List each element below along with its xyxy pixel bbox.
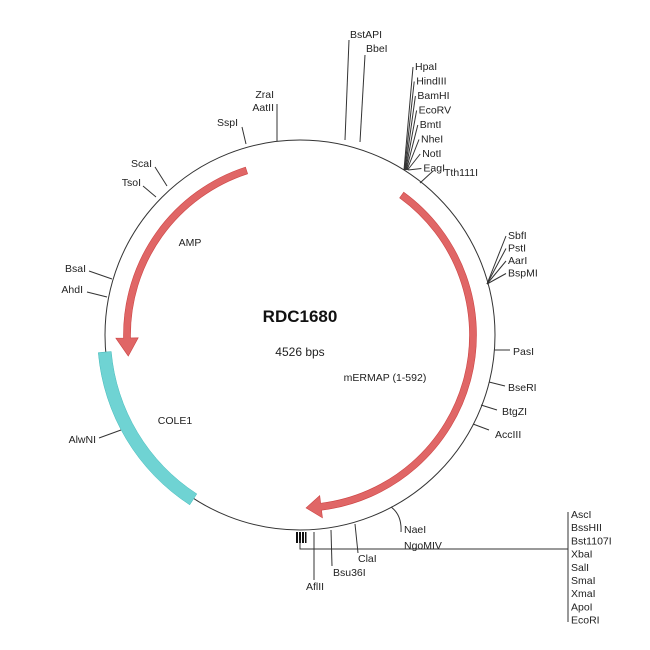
backbone-circle <box>104 139 496 531</box>
site-label[interactable]: AccIII <box>495 429 521 441</box>
site-label[interactable]: EagI <box>423 163 445 175</box>
site-label[interactable]: Tth111I <box>444 167 478 179</box>
site-label[interactable]: BseRI <box>508 382 537 394</box>
site-label[interactable]: Bst1107I <box>571 535 612 547</box>
site-label[interactable]: BmtI <box>420 119 442 131</box>
site-group-bottom: ClaI Bsu36I AflII <box>296 512 569 622</box>
site-label[interactable]: SspI <box>217 117 238 129</box>
plasmid-name: RDC1680 <box>263 307 338 326</box>
site-label[interactable]: Bsu36I <box>333 567 366 579</box>
site-label[interactable]: BbeI <box>366 43 388 55</box>
site-label[interactable]: SmaI <box>571 575 596 587</box>
amp-arrow[interactable] <box>115 166 249 357</box>
site-label[interactable]: AatII <box>252 102 274 114</box>
site-group-top: BstAPI BbeI <box>344 29 388 143</box>
site-label[interactable]: NgoMIV <box>404 540 442 552</box>
site-group-left: AlwNI BsaI AhdI ScaI TsoI SspI ZraI AatI… <box>61 89 278 446</box>
mermap-label: mERMAP (1-592) <box>344 372 427 384</box>
site-label[interactable]: AflII <box>306 581 324 593</box>
site-label[interactable]: ClaI <box>358 553 377 565</box>
amp-label: AMP <box>179 237 202 249</box>
site-label[interactable]: SalI <box>571 562 589 574</box>
site-label[interactable]: BssHII <box>571 522 602 534</box>
site-label[interactable]: BsaI <box>65 263 86 275</box>
site-label[interactable]: XmaI <box>571 588 596 600</box>
site-label[interactable]: BtgZI <box>502 406 527 418</box>
mermap-arrow[interactable] <box>305 191 477 519</box>
site-label[interactable]: EcoRV <box>419 105 452 117</box>
site-label[interactable]: NotI <box>422 148 441 160</box>
site-group-tth: Tth111I <box>419 167 478 184</box>
plasmid-size: 4526 bps <box>275 345 324 359</box>
site-label[interactable]: BamHI <box>417 90 449 102</box>
site-label[interactable]: HindIII <box>416 76 446 88</box>
site-label[interactable]: SbfI <box>508 230 527 242</box>
site-label[interactable]: BstAPI <box>350 29 382 41</box>
site-label[interactable]: PasI <box>513 346 534 358</box>
site-label[interactable]: XbaI <box>571 549 593 561</box>
site-label[interactable]: ApoI <box>571 601 593 613</box>
site-label[interactable]: AhdI <box>61 284 83 296</box>
site-label[interactable]: AarI <box>508 255 527 267</box>
site-label[interactable]: EcoRI <box>571 615 600 627</box>
site-label[interactable]: NaeI <box>404 524 426 536</box>
site-label[interactable]: AlwNI <box>69 434 96 446</box>
cole1-feature[interactable] <box>97 351 198 506</box>
site-label[interactable]: HpaI <box>415 61 437 73</box>
site-label[interactable]: NheI <box>421 134 443 146</box>
site-group-nae: NaeI NgoMIV <box>390 506 442 552</box>
site-group-cluster-top: HpaI HindIII BamHI EcoRV BmtI NheI NotI EagI <box>403 61 452 175</box>
site-label[interactable]: AscI <box>571 509 591 521</box>
site-group-right: PasI BseRI BtgZI AccIII <box>472 346 537 441</box>
site-label[interactable]: ZraI <box>255 89 274 101</box>
site-label[interactable]: ScaI <box>131 158 152 170</box>
site-label[interactable]: PstI <box>508 243 526 255</box>
cole1-label: COLE1 <box>158 415 193 427</box>
site-label[interactable]: BspMI <box>508 268 538 280</box>
site-label[interactable]: TsoI <box>122 177 141 189</box>
